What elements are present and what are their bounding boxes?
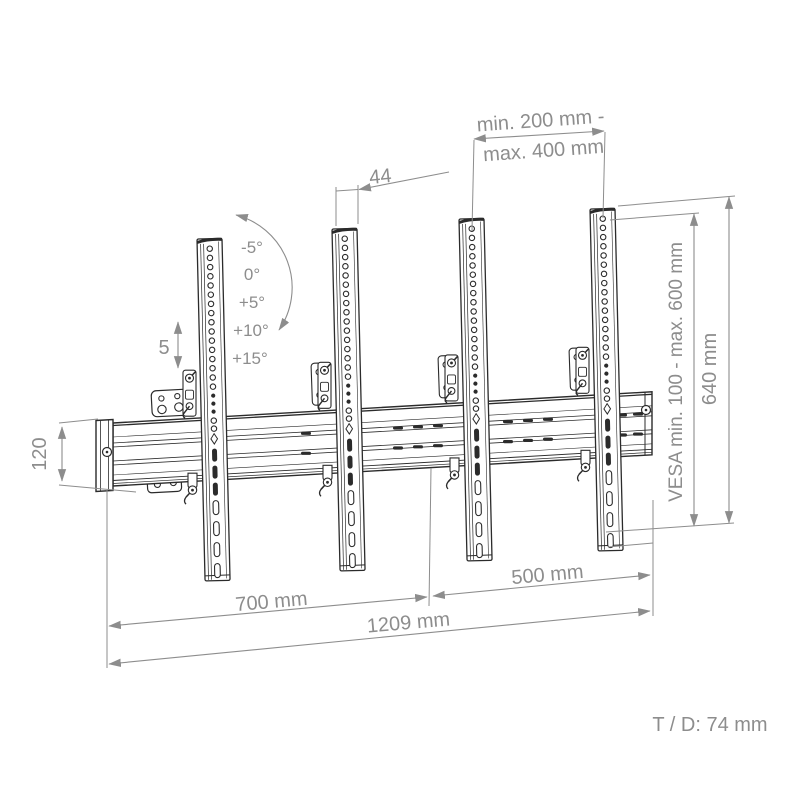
dim-adapter-height: 640 mm bbox=[699, 333, 721, 405]
tilt-angle-label: +10° bbox=[233, 321, 269, 340]
vesa-strips bbox=[196, 207, 624, 582]
mounting-rail bbox=[95, 391, 653, 493]
dim-vesa-range: VESA min. 100 - max. 600 mm bbox=[666, 242, 687, 502]
dimension-line-right-span bbox=[432, 571, 651, 600]
dimension-line-strip-width bbox=[335, 188, 359, 192]
strip-clamps bbox=[182, 346, 590, 419]
dimension-line-top-span bbox=[473, 127, 605, 143]
dim-depth-note: T / D: 74 mm bbox=[652, 714, 767, 736]
dim-hook-adjust: 5 bbox=[158, 337, 169, 359]
rail-slot bbox=[523, 438, 533, 443]
dim-total-span: 1209 mm bbox=[366, 608, 451, 637]
wall-plate bbox=[150, 388, 190, 418]
strip-clamp bbox=[182, 369, 197, 419]
extension-line bbox=[58, 484, 137, 493]
strip-top-cap bbox=[197, 237, 223, 244]
strip-hooks bbox=[183, 449, 591, 505]
strip-holes bbox=[341, 235, 356, 569]
vesa-strip bbox=[458, 217, 493, 562]
dim-top-span-line2: max. 400 mm bbox=[482, 136, 604, 166]
extension-line bbox=[428, 467, 432, 607]
dim-rail-height: 120 bbox=[29, 437, 51, 470]
rail-slot bbox=[301, 451, 311, 455]
extension-line bbox=[609, 212, 700, 221]
tilt-angle-label: 0° bbox=[244, 265, 260, 284]
rail-slot bbox=[413, 425, 423, 429]
tilt-angle-label: +5° bbox=[239, 293, 265, 312]
strip-top-cap bbox=[590, 207, 616, 214]
tilt-angle-label: +15° bbox=[232, 349, 268, 368]
strip-clamp bbox=[317, 361, 332, 411]
strip-clamp bbox=[575, 346, 590, 396]
strip-clamp bbox=[444, 354, 459, 404]
extension-line bbox=[605, 522, 735, 533]
strip-hook bbox=[318, 464, 333, 497]
strip-hook bbox=[576, 449, 591, 482]
rail-slot bbox=[633, 432, 643, 436]
dim-right-span: 500 mm bbox=[511, 561, 585, 589]
dim-strip-width: 44 bbox=[368, 165, 392, 189]
rail-slot bbox=[503, 420, 513, 424]
rail-slot bbox=[633, 412, 643, 416]
strip-marker-diamond bbox=[603, 402, 612, 415]
rail-slot bbox=[301, 431, 311, 435]
rail-slot bbox=[543, 417, 553, 421]
vesa-strip bbox=[589, 207, 624, 552]
strip-holes bbox=[206, 245, 221, 579]
extension-line bbox=[58, 418, 99, 424]
strip-top-cap bbox=[332, 227, 358, 234]
rail-slot bbox=[433, 444, 443, 448]
extension-line bbox=[602, 131, 606, 219]
tilt-arc-arrow bbox=[235, 213, 293, 331]
rail-slot bbox=[393, 426, 403, 430]
rail-slot bbox=[523, 418, 533, 423]
strip-holes bbox=[599, 215, 614, 549]
strip-hook bbox=[445, 457, 460, 490]
extension-line bbox=[617, 195, 736, 207]
vesa-strip bbox=[196, 237, 231, 582]
tilt-angle-label: -5° bbox=[241, 238, 263, 257]
dimension-line-total-span bbox=[108, 608, 651, 667]
rail-slot bbox=[393, 446, 403, 450]
extension-line bbox=[607, 542, 654, 548]
vesa-strip bbox=[331, 227, 366, 572]
strip-top-cap bbox=[459, 217, 485, 224]
strip-marker-diamond bbox=[210, 432, 219, 445]
strip-holes bbox=[468, 225, 483, 559]
strip-marker-diamond bbox=[345, 422, 354, 435]
rail-slot bbox=[433, 424, 443, 428]
extension-line bbox=[471, 139, 475, 232]
dim-left-span: 700 mm bbox=[235, 588, 309, 616]
rail-slot bbox=[413, 445, 423, 449]
rail-slot bbox=[543, 437, 553, 441]
strip-hook bbox=[183, 472, 198, 505]
rail-slot bbox=[503, 440, 513, 444]
leader-line-strip-width bbox=[358, 171, 450, 192]
strip-marker-diamond bbox=[472, 412, 481, 425]
